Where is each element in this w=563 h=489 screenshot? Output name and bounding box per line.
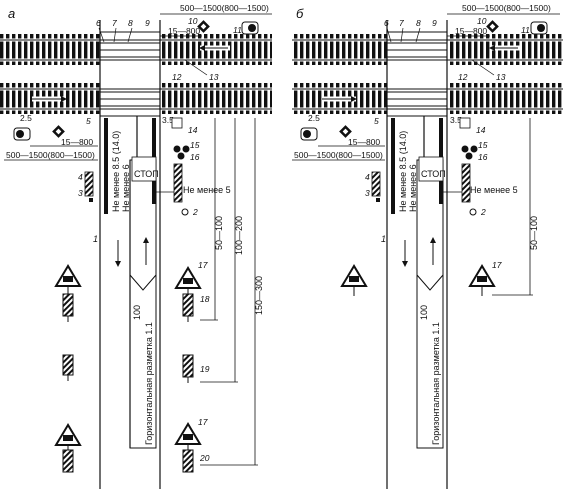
label-b-6: 6 — [384, 18, 389, 28]
vert-min-85: Не менее 8.5 (14.0) — [111, 131, 121, 212]
warning-sign-right-b — [468, 264, 496, 296]
label-18: 18 — [200, 294, 210, 304]
dim-top-b: 500—1500(800—1500) — [462, 3, 551, 13]
warning-sign-left-3 — [54, 423, 82, 473]
label-3: 3 — [78, 188, 83, 198]
dim-small-b: 2.5 — [308, 113, 320, 123]
dim-100-200: 100—200 — [234, 216, 244, 255]
label-b-17: 17 — [492, 260, 502, 270]
label-8: 8 — [128, 18, 133, 28]
label-20: 20 — [199, 453, 210, 463]
panel-b-letter: б — [296, 6, 304, 21]
stop-text-b: СТОП — [421, 169, 446, 179]
label-17a: 17 — [198, 260, 208, 270]
label-12: 12 — [172, 72, 182, 82]
dim-100-b: 100 — [419, 305, 429, 320]
countdown-post-left-2 — [62, 354, 74, 381]
warning-sign-right-17a — [174, 266, 202, 322]
min5-text: Не менее 5 — [183, 185, 231, 195]
label-b-16: 16 — [478, 152, 488, 162]
label-10: 10 — [188, 16, 198, 26]
label-b-5: 5 — [374, 116, 379, 126]
label-b-15: 15 — [478, 140, 488, 150]
label-19: 19 — [200, 364, 210, 374]
vert-min-6-b: Не менее 6 — [408, 164, 418, 212]
dim-top2-b: 15—800 — [455, 26, 487, 36]
warning-sign-right-17b — [174, 422, 202, 473]
dim-left2-b: 15—800 — [348, 137, 380, 147]
label-b-3: 3 — [365, 188, 370, 198]
label-17b: 17 — [198, 417, 208, 427]
label-5: 5 — [86, 116, 91, 126]
panel-a-letter: а — [8, 6, 15, 21]
label-b-2: 2 — [480, 207, 486, 217]
label-11: 11 — [233, 25, 242, 35]
label-13: 13 — [209, 72, 219, 82]
label-15: 15 — [190, 140, 200, 150]
dim-left: 500—1500(800—1500) — [6, 150, 95, 160]
label-7: 7 — [112, 18, 117, 28]
vert-min-85-b: Не менее 8.5 (14.0) — [398, 131, 408, 212]
label-4: 4 — [78, 172, 83, 182]
panel-b: б — [292, 3, 563, 489]
dim-top2: 15—800 — [168, 26, 200, 36]
dim-50-100-b: 50—100 — [529, 216, 539, 250]
label-b-4: 4 — [365, 172, 370, 182]
vert-min-6: Не менее 6 — [121, 164, 131, 212]
marking-text-b: Горизонтальная разметка 1.1 — [431, 322, 441, 445]
dim-left-b: 500—1500(800—1500) — [294, 150, 383, 160]
dim-150-300: 150—300 — [254, 276, 264, 315]
stop-text: СТОП — [134, 169, 159, 179]
label-16: 16 — [190, 152, 200, 162]
label-b-13: 13 — [496, 72, 506, 82]
label-b-7: 7 — [399, 18, 404, 28]
label-b-11: 11 — [521, 25, 530, 35]
label-9: 9 — [145, 18, 150, 28]
dim-small2-b: 3.5 — [450, 115, 462, 125]
label-b-10: 10 — [477, 16, 487, 26]
dim-small-a: 2.5 — [20, 113, 32, 123]
label-2: 2 — [192, 207, 198, 217]
panel-a: а — [0, 3, 272, 489]
label-b-8: 8 — [416, 18, 421, 28]
road-b — [386, 20, 448, 489]
label-b-12: 12 — [458, 72, 468, 82]
countdown-post-right-19 — [182, 354, 194, 383]
label-b-9: 9 — [432, 18, 437, 28]
dim-50-100: 50—100 — [214, 216, 224, 250]
warning-sign-left-1 — [54, 264, 82, 322]
dim-left2: 15—800 — [61, 137, 93, 147]
dim-top: 500—1500(800—1500) — [180, 3, 269, 13]
label-1: 1 — [93, 234, 98, 244]
crossing-deck — [99, 31, 161, 117]
min5-text-b: Не менее 5 — [470, 185, 518, 195]
dim-100: 100 — [132, 305, 142, 320]
label-b-1: 1 — [381, 234, 386, 244]
label-b-14: 14 — [476, 125, 486, 135]
marking-text: Горизонтальная разметка 1.1 — [144, 322, 154, 445]
warning-sign-left-b — [340, 264, 368, 296]
crossing-deck-b — [386, 31, 448, 117]
dim-small2-a: 3.5 — [162, 115, 174, 125]
label-6: 6 — [96, 18, 101, 28]
label-14: 14 — [188, 125, 198, 135]
